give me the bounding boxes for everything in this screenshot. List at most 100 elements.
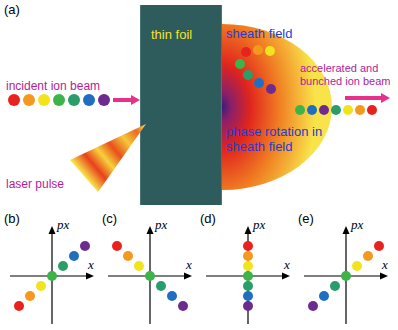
ion-dot — [68, 94, 80, 106]
phase-axes — [10, 232, 382, 324]
ion-dot — [83, 94, 95, 106]
beam-arrow-head — [381, 93, 390, 103]
laser-cone — [70, 124, 146, 192]
panel-letter: (b) — [4, 212, 20, 225]
panel-letter: (c) — [102, 212, 117, 225]
sheath-region: sheath field phase rotation in sheath fie… — [222, 24, 332, 190]
ion-dot — [243, 291, 253, 301]
ion-dot — [243, 241, 253, 251]
px-axis — [51, 232, 52, 324]
axis-label: x — [88, 258, 94, 271]
ion-dot — [243, 70, 253, 80]
accelerated-beam — [295, 93, 390, 115]
axis-head — [86, 273, 94, 280]
ion-dot — [25, 291, 35, 301]
ion-dot — [241, 47, 251, 57]
axis-head — [147, 226, 154, 234]
ion-dot — [355, 105, 365, 115]
phase-dots-b — [14, 241, 90, 311]
node-note: phase rotation in sheath field — [226, 124, 326, 154]
sheath-ions — [235, 45, 276, 94]
beam-label: incident ion beam — [6, 80, 100, 93]
ion-dot — [243, 251, 253, 261]
phase-dots-e — [308, 241, 384, 311]
axis-label: x — [382, 258, 388, 271]
ion-dot — [295, 105, 305, 115]
phase-dots-c — [112, 241, 188, 311]
ion-dot — [363, 251, 373, 261]
ion-dot — [98, 94, 110, 106]
axis-head — [343, 226, 350, 234]
ion-dot — [14, 301, 24, 311]
axis-label: x — [186, 258, 192, 271]
ion-dot — [243, 271, 253, 281]
axis-label: px — [57, 218, 69, 231]
ion-dot — [123, 251, 133, 261]
ion-dot — [112, 241, 122, 251]
ion-dot — [58, 261, 68, 271]
ion-dot — [265, 46, 275, 56]
node-title: thin foil — [151, 27, 192, 42]
axis-label: x — [284, 258, 290, 271]
px-axis — [149, 232, 150, 324]
axis-heads — [49, 226, 389, 280]
panel-letter: (d) — [200, 212, 216, 225]
x-axis — [108, 275, 186, 276]
phase-dots-d — [243, 241, 253, 311]
beam-arrow — [113, 98, 132, 102]
ion-dot — [80, 241, 90, 251]
x-axis — [10, 275, 88, 276]
ion-dot — [266, 84, 276, 94]
ion-dot — [319, 105, 329, 115]
axis-label: px — [155, 218, 167, 231]
ion-dot — [367, 105, 377, 115]
panel-letter: (e) — [298, 212, 314, 225]
ion-dot — [331, 105, 341, 115]
ion-dot — [319, 291, 329, 301]
ion-dot — [23, 94, 35, 106]
ion-dot — [38, 94, 50, 106]
ion-dot — [307, 105, 317, 115]
ion-dot — [374, 241, 384, 251]
ion-dot — [36, 281, 46, 291]
beam-label: accelerated and bunched ion beam — [300, 62, 394, 88]
px-axis — [247, 232, 248, 324]
ion-dot — [53, 94, 65, 106]
sheath-outline — [222, 24, 332, 190]
ion-dot — [341, 271, 351, 281]
sheath-shape — [222, 24, 332, 190]
px-axis — [345, 232, 346, 324]
foil-box: thin foil — [140, 5, 222, 205]
axis-head — [380, 273, 388, 280]
ion-dot — [243, 301, 253, 311]
beam-arrow — [345, 96, 381, 100]
laser-label: laser pulse — [6, 178, 64, 191]
ion-dot — [235, 59, 245, 69]
axis-head — [49, 226, 56, 234]
axis-label: px — [253, 218, 265, 231]
ion-dot — [8, 94, 20, 106]
axis-label: px — [351, 218, 363, 231]
ion-dot — [330, 281, 340, 291]
ion-dot — [69, 251, 79, 261]
x-axis — [206, 275, 284, 276]
beam-arrow-head — [131, 95, 140, 105]
ion-dot — [343, 105, 353, 115]
ion-dot — [243, 261, 253, 271]
panel-letter: (a) — [4, 3, 20, 16]
ion-dot — [156, 281, 166, 291]
ion-dot — [178, 301, 188, 311]
ion-dot — [243, 281, 253, 291]
ion-dot — [352, 261, 362, 271]
ion-dot — [253, 45, 263, 55]
ion-dot — [47, 271, 57, 281]
x-axis — [304, 275, 382, 276]
ion-dot — [134, 261, 144, 271]
axis-head — [282, 273, 290, 280]
incident-beam — [8, 94, 140, 106]
node-title: sheath field — [226, 26, 293, 41]
ion-dot — [145, 271, 155, 281]
